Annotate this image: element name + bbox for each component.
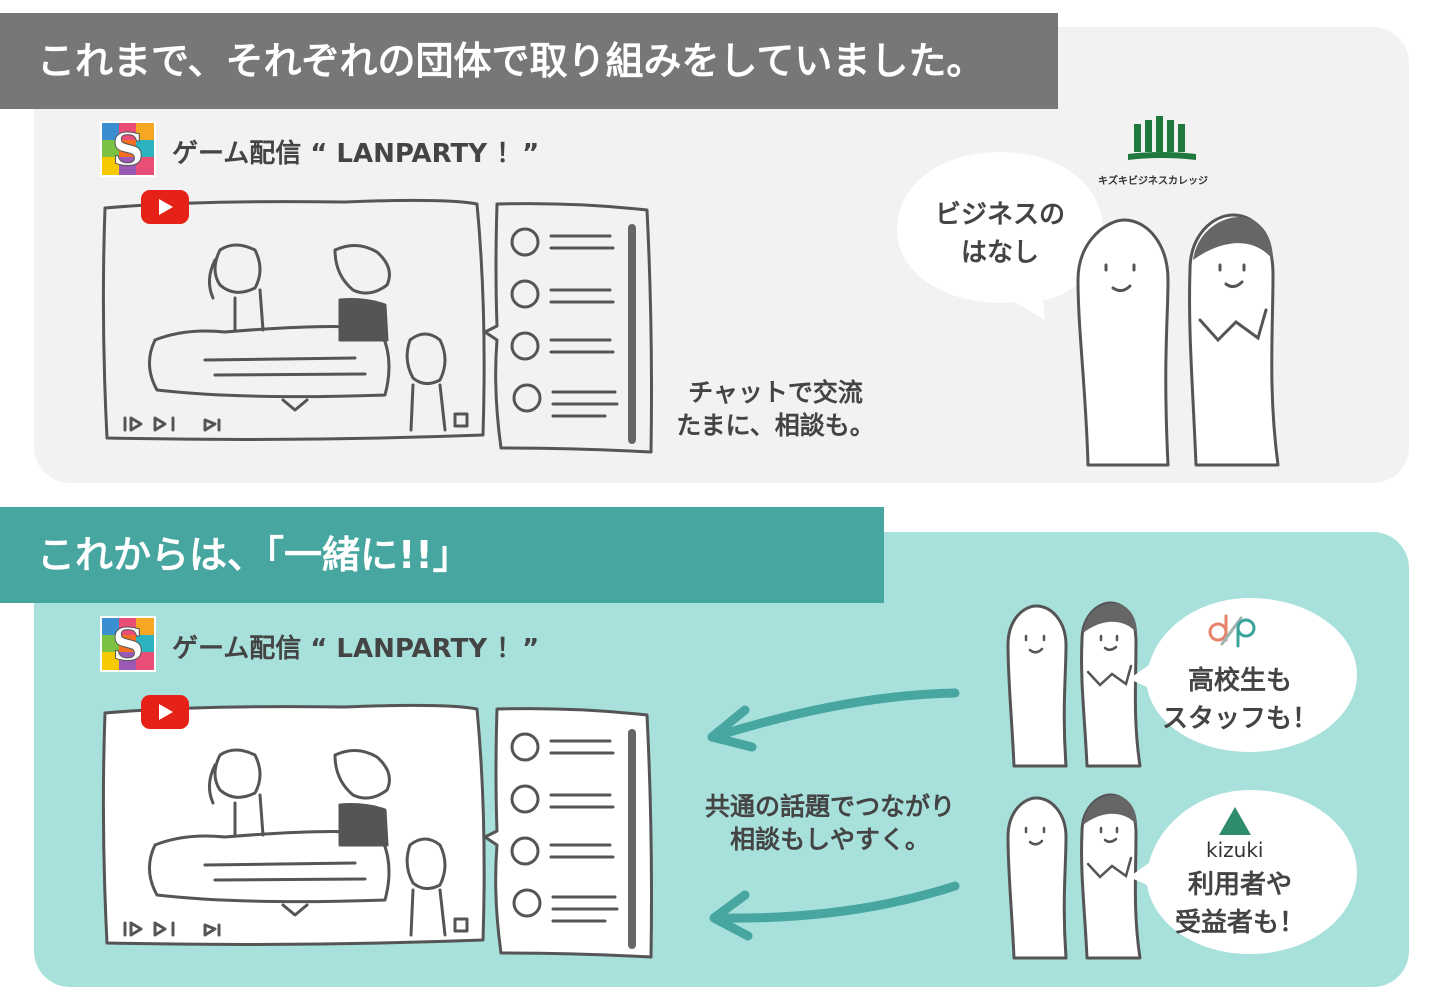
top-caption-line-1: チャットで交流 <box>688 378 863 407</box>
bottom-caption: 共通の話題でつながり 相談もしやすく。 <box>680 790 980 856</box>
speech-bubble-lower <box>1129 790 1357 954</box>
bubble-text-upper: 高校生も スタッフも！ <box>1150 662 1330 738</box>
bubble-upper-line-2: スタッフも！ <box>1161 704 1318 734</box>
dp-logo-icon <box>1208 614 1256 648</box>
svg-text:S: S <box>112 125 144 176</box>
s-tile-logo-icon: S <box>100 121 156 177</box>
s-tile-logo-icon-bottom: S <box>100 616 156 672</box>
bottom-caption-line-2: 相談もしやすく。 <box>730 825 930 854</box>
bubble-lower-line-1: 利用者や <box>1187 870 1292 900</box>
top-banner: これまで、それぞれの団体で取り組みをしていました。 <box>0 13 1058 109</box>
arrow-lower <box>709 881 960 941</box>
bubble-top-line-1: ビジネスの <box>934 200 1065 230</box>
stream-title-bottom: ゲーム配信 “ LANPARTY ！” <box>172 634 540 664</box>
business-college-logo-icon <box>1128 116 1196 160</box>
speech-bubble-upper <box>1129 598 1357 752</box>
stream-title-top: ゲーム配信 “ LANPARTY ！” <box>172 139 540 169</box>
speech-bubble-top <box>897 152 1103 320</box>
bubble-text-top: ビジネスの はなし <box>905 196 1095 272</box>
bottom-banner: これからは、「一緒に!!」 <box>0 507 884 603</box>
top-caption: チャットで交流 たまに、相談も。 <box>668 376 883 442</box>
business-college-logo-text: キズキビジネスカレッジ <box>1098 176 1208 187</box>
bubble-top-line-2: はなし <box>960 238 1039 268</box>
two-people-illustration-lower <box>1006 793 1142 960</box>
arrow-upper <box>707 688 960 752</box>
kizuki-triangle-logo-icon <box>1219 807 1251 835</box>
svg-text:S: S <box>112 620 144 671</box>
bottom-caption-line-1: 共通の話題でつながり <box>704 792 955 821</box>
youtube-play-icon-bottom <box>141 695 189 729</box>
bubble-text-lower: 利用者や 受益者も！ <box>1150 866 1330 942</box>
video-player-illustration-bottom <box>101 695 653 959</box>
two-people-illustration-upper <box>1006 601 1142 768</box>
top-caption-line-2: たまに、相談も。 <box>676 411 875 440</box>
youtube-play-icon <box>141 190 189 224</box>
video-player-illustration-top <box>101 190 653 454</box>
kizuki-logo-text: kizuki <box>1206 838 1264 862</box>
two-people-illustration-top <box>1076 213 1280 467</box>
bubble-lower-line-2: 受益者も！ <box>1174 908 1305 938</box>
bubble-upper-line-1: 高校生も <box>1187 666 1292 696</box>
